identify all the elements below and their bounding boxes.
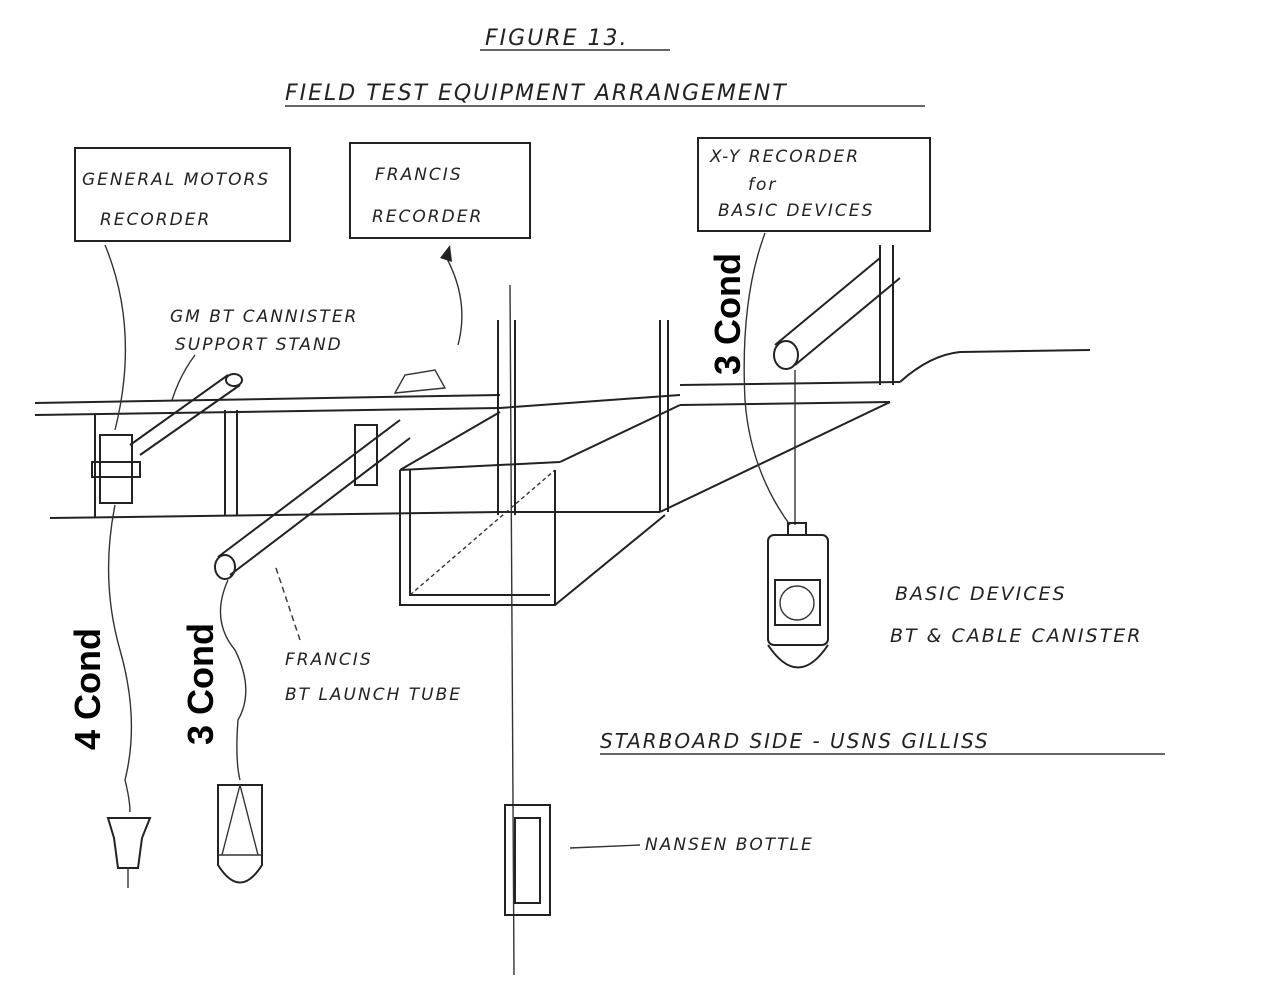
francis-recorder-box: FRANCIS RECORDER — [349, 142, 531, 239]
basic-cable-label: 3 Cond — [707, 253, 748, 375]
gm-bt-probe — [106, 817, 152, 888]
svg-text:RECORDER: RECORDER — [100, 210, 211, 230]
svg-text:GM BT CANNISTER: GM BT CANNISTER — [170, 307, 358, 327]
svg-text:RECORDER: RECORDER — [372, 207, 483, 227]
figure-title: FIELD TEST EQUIPMENT ARRANGEMENT — [285, 81, 788, 106]
basic-canister-label: BASIC DEVICES BT & CABLE CANISTER — [890, 583, 1142, 647]
gm-canister-stand — [91, 244, 243, 813]
nansen-bottle-label: NANSEN BOTTLE — [645, 835, 814, 855]
basic-devices-canister — [743, 232, 901, 669]
francis-launch-tube — [214, 245, 463, 781]
gm-cable-label: 4 Cond — [67, 628, 108, 750]
svg-text:BT & CABLE CANISTER: BT & CABLE CANISTER — [890, 625, 1142, 647]
ship-structure — [34, 284, 1091, 976]
francis-cable-label: 3 Cond — [180, 623, 221, 745]
svg-text:BT LAUNCH TUBE: BT LAUNCH TUBE — [285, 685, 462, 705]
svg-text:for: for — [748, 175, 777, 195]
gm-recorder-box: GENERAL MOTORS RECORDER — [74, 147, 291, 242]
francis-tube-label: FRANCIS BT LAUNCH TUBE — [274, 564, 462, 705]
svg-text:BASIC DEVICES: BASIC DEVICES — [895, 583, 1067, 605]
svg-text:X-Y RECORDER: X-Y RECORDER — [709, 147, 860, 167]
francis-bt-probe — [217, 784, 263, 884]
svg-text:FRANCIS: FRANCIS — [375, 165, 463, 185]
svg-text:BASIC DEVICES: BASIC DEVICES — [718, 201, 874, 221]
figure-number: FIGURE 13. — [485, 26, 628, 51]
gm-stand-label: GM BT CANNISTER SUPPORT STAND — [170, 307, 358, 401]
svg-text:FRANCIS: FRANCIS — [285, 650, 373, 670]
nansen-bottle — [504, 804, 641, 916]
ship-label: STARBOARD SIDE - USNS GILLISS — [600, 729, 990, 753]
xy-recorder-box: X-Y RECORDER for BASIC DEVICES — [697, 137, 931, 232]
svg-text:SUPPORT STAND: SUPPORT STAND — [175, 335, 343, 355]
svg-text:GENERAL MOTORS: GENERAL MOTORS — [82, 170, 270, 190]
